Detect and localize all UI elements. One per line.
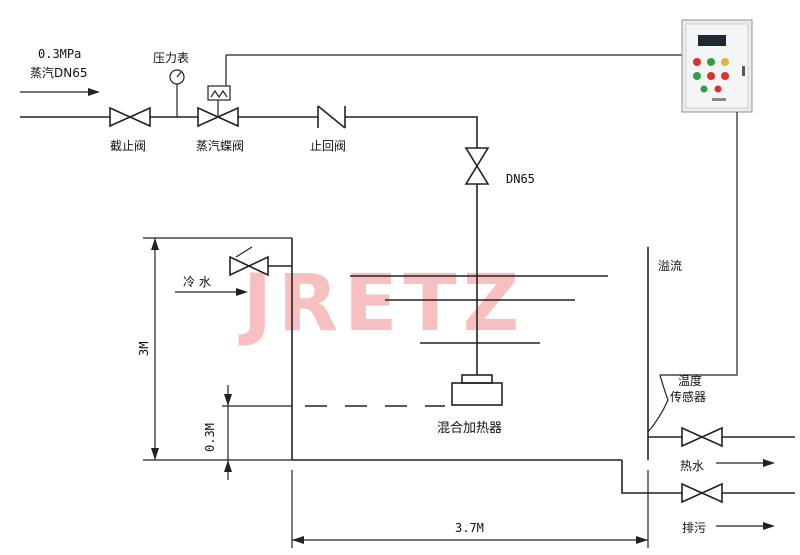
steam-butterfly-valve-label: 蒸汽蝶阀 (196, 138, 244, 153)
dn65-valve: DN65 (464, 147, 535, 186)
mixer-heater: 混合加热器 (350, 275, 608, 436)
width-label: 3.7M (455, 521, 484, 535)
drain-outlet: 排污 (621, 460, 795, 535)
dn65-label: DN65 (506, 172, 535, 186)
lamp-green-icon (707, 58, 715, 66)
shutoff-valve: 截止阀 (109, 106, 151, 153)
hot-water-outlet: 热水 (648, 426, 795, 473)
drain-label: 排污 (682, 521, 706, 535)
check-valve: 止回阀 (310, 105, 346, 153)
actuator-icon (207, 85, 231, 101)
mixer-heater-label: 混合加热器 (437, 421, 502, 436)
display-panel (698, 35, 726, 46)
check-valve-label: 止回阀 (310, 139, 346, 153)
lamp-red-icon (693, 58, 701, 66)
shutoff-valve-label: 截止阀 (110, 139, 146, 153)
dimension-height: 3M (137, 237, 292, 461)
low-level-label: 0.3M (203, 423, 217, 452)
steam-pressure-label: 0.3MPa (38, 47, 81, 61)
watermark-logo: JRETZ (238, 259, 525, 349)
cabinet-handle (742, 66, 745, 76)
height-label: 3M (137, 342, 151, 356)
sensor-signal-line (660, 112, 738, 376)
lamp-yellow-icon (721, 58, 729, 66)
inlet-arrow-head (88, 88, 100, 96)
temp-sensor-label-1: 温度 (678, 373, 702, 388)
steam-name-label: 蒸汽DN65 (30, 65, 88, 80)
tank: 溢流 (291, 238, 682, 461)
steam-butterfly-valve: 蒸汽蝶阀 (196, 54, 682, 153)
cold-water-inlet: 冷 水 (175, 246, 292, 296)
watermark-text: JRETZ (238, 259, 525, 349)
pressure-gauge-label: 压力表 (153, 51, 189, 65)
cold-water-label: 冷 水 (183, 275, 211, 289)
hot-water-label: 热水 (680, 459, 704, 473)
control-cabinet (681, 19, 753, 113)
steam-inlet: 0.3MPa 蒸汽DN65 (20, 47, 110, 118)
temp-sensor-label-2: 传感器 (670, 389, 706, 404)
pressure-gauge: 压力表 (153, 51, 189, 117)
steam-riser-pipe (345, 116, 478, 148)
temperature-sensor: 温度 传感器 (647, 373, 706, 433)
dimension-width: 3.7M (291, 470, 649, 548)
overflow-label: 溢流 (658, 259, 682, 273)
dimension-low-level: 0.3M (203, 385, 292, 480)
